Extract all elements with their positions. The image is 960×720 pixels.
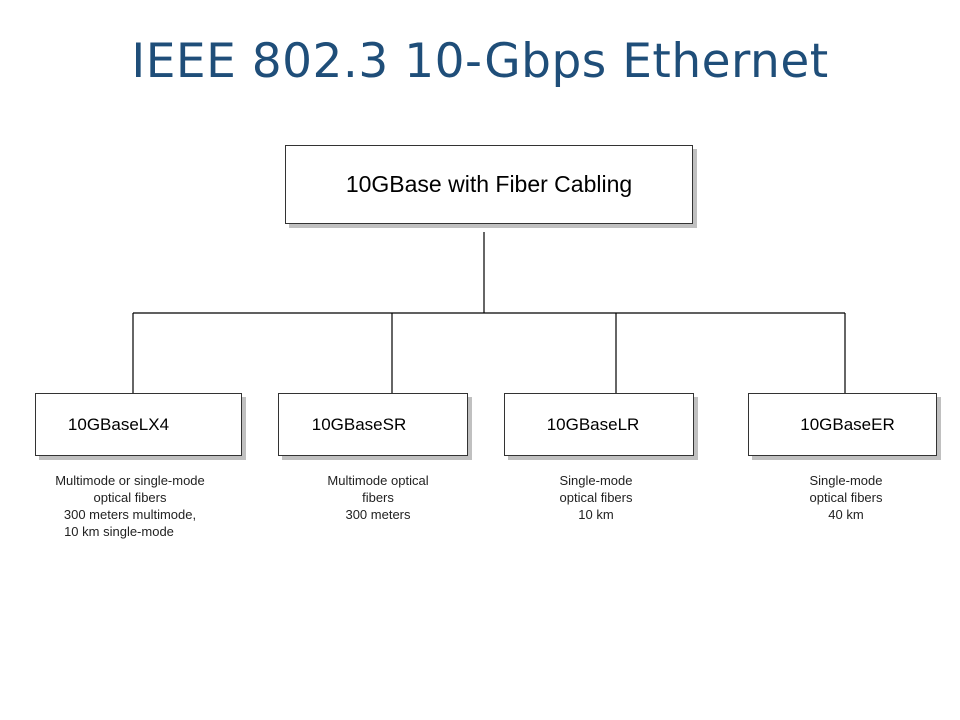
root-node-box: 10GBase with Fiber Cabling bbox=[285, 145, 693, 224]
description-line: 300 meters bbox=[345, 507, 411, 522]
node-label-10gbasesr: 10GBaseSR bbox=[311, 414, 407, 434]
description-line: 40 km bbox=[828, 507, 864, 522]
root-node-label: 10GBase with Fiber Cabling bbox=[345, 171, 633, 197]
description-line: fibers bbox=[362, 490, 394, 505]
node-description-10gbasesr: Multimode optical fibers 300 meters bbox=[298, 472, 458, 523]
description-line: Single-mode bbox=[559, 473, 633, 488]
node-label-10gbaseer: 10GBaseER bbox=[800, 414, 895, 434]
node-label-10gbaselx4: 10GBaseLX4 bbox=[67, 414, 170, 434]
slide-title: IEEE 802.3 10-Gbps Ethernet bbox=[131, 34, 829, 89]
node-description-10gbaselx4: Multimode or single-mode optical fibers … bbox=[30, 472, 230, 540]
description-line: Multimode optical bbox=[327, 473, 429, 488]
description-line: optical fibers bbox=[559, 490, 633, 505]
node-box-10gbaseer: 10GBaseER bbox=[748, 393, 937, 456]
description-line: 10 km bbox=[578, 507, 614, 522]
node-box-10gbaselr: 10GBaseLR bbox=[504, 393, 694, 456]
node-description-10gbaseer: Single-mode optical fibers 40 km bbox=[766, 472, 926, 523]
node-box-10gbasesr: 10GBaseSR bbox=[278, 393, 468, 456]
description-line: optical fibers bbox=[809, 490, 883, 505]
description-line: Multimode or single-mode bbox=[55, 473, 205, 488]
node-box-10gbaselx4: 10GBaseLX4 bbox=[35, 393, 242, 456]
description-line: optical fibers bbox=[93, 490, 167, 505]
description-line: 10 km single-mode bbox=[64, 524, 174, 539]
node-label-10gbaselr: 10GBaseLR bbox=[546, 414, 640, 434]
node-description-10gbaselr: Single-mode optical fibers 10 km bbox=[516, 472, 676, 523]
description-line: 300 meters multimode, bbox=[63, 507, 197, 522]
description-line: Single-mode bbox=[809, 473, 883, 488]
